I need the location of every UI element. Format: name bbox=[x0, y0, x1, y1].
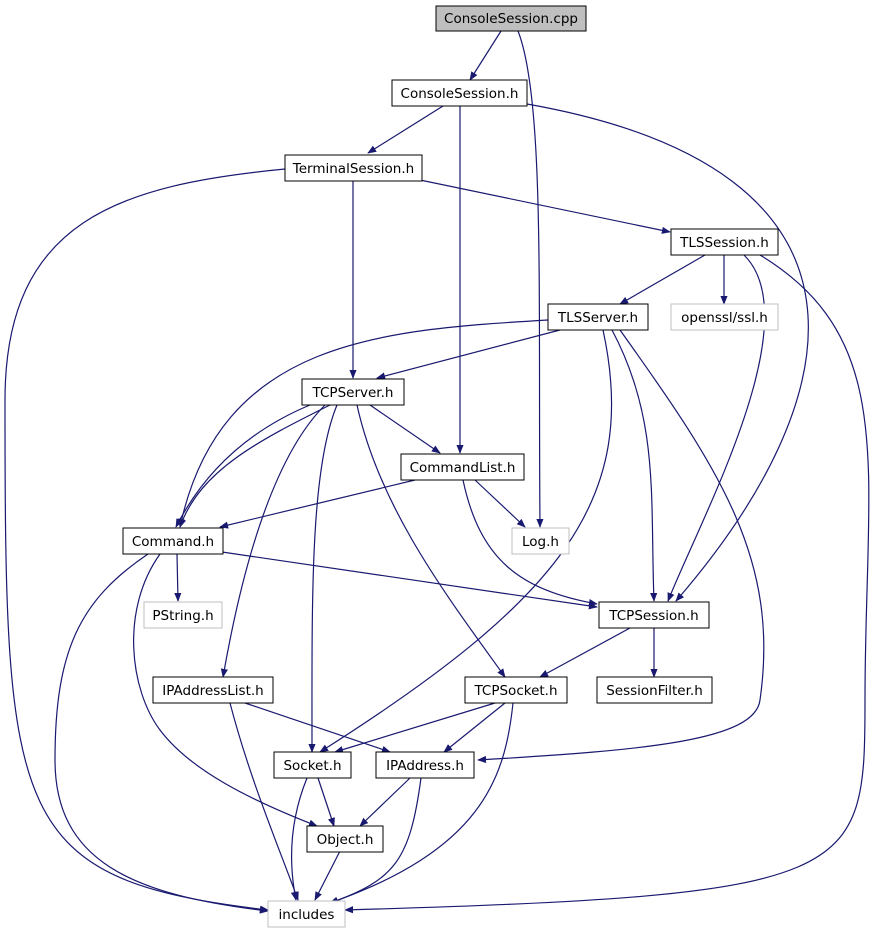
node-label: ConsoleSession.cpp bbox=[444, 11, 578, 27]
node-label: Log.h bbox=[522, 534, 559, 550]
node-label: Object.h bbox=[317, 832, 374, 848]
edge-terminalsessionh-includes bbox=[4, 168, 286, 913]
node-label: TLSSession.h bbox=[679, 235, 769, 251]
edge-commandlisth-tcpsessionh bbox=[462, 479, 598, 607]
node-label: IPAddressList.h bbox=[162, 683, 263, 699]
node-label: TLSServer.h bbox=[557, 310, 638, 326]
edge-tcpsocketh-ipaddressh bbox=[443, 702, 506, 753]
node-label: SessionFilter.h bbox=[606, 683, 703, 699]
node-label: TCPSession.h bbox=[608, 608, 698, 624]
edge-ipaddressh-objecth bbox=[359, 777, 411, 827]
node-commandlist-h[interactable]: CommandList.h bbox=[400, 453, 525, 481]
edge-consolesessionh-terminalsessionh bbox=[367, 105, 444, 154]
node-sessionfilter-h[interactable]: SessionFilter.h bbox=[596, 676, 713, 704]
edge-tlsserverh-tcpsessionh bbox=[611, 329, 658, 602]
node-socket-h[interactable]: Socket.h bbox=[273, 751, 352, 779]
node-tlsserver-h[interactable]: TLSServer.h bbox=[547, 303, 649, 331]
edge-terminalsessionh-tlssessionh bbox=[419, 179, 671, 234]
edge-ipaddresslisth-includes bbox=[229, 702, 299, 901]
edge-tcpserverh-ipaddresslisth bbox=[220, 404, 326, 678]
edge-socketh-includes bbox=[290, 777, 308, 901]
edge-commandh-pstringh bbox=[174, 553, 182, 602]
node-label: CommandList.h bbox=[410, 460, 516, 476]
node-openssl-ssl-h[interactable]: openssl/ssl.h bbox=[670, 303, 779, 331]
edge-consolesessioncpp-consolesessionh bbox=[469, 30, 502, 81]
node-label: TerminalSession.h bbox=[292, 161, 414, 177]
node-tcpserver-h[interactable]: TCPServer.h bbox=[301, 378, 405, 406]
edge-ipaddresslisth-ipaddressh bbox=[244, 702, 391, 753]
node-label: Socket.h bbox=[283, 758, 341, 774]
node-object-h[interactable]: Object.h bbox=[306, 825, 384, 853]
node-label: IPAddress.h bbox=[386, 758, 464, 774]
node-label: openssl/ssl.h bbox=[681, 310, 768, 326]
node-consolesession-cpp[interactable]: ConsoleSession.cpp bbox=[435, 5, 587, 32]
edge-tlsserverh-ipaddressh bbox=[477, 329, 765, 764]
edge-tcpserverh-tcpsocketh bbox=[356, 404, 506, 678]
edge-tlssessionh-includes bbox=[344, 254, 870, 914]
node-consolesession-h[interactable]: ConsoleSession.h bbox=[391, 79, 528, 107]
node-label: TCPServer.h bbox=[312, 385, 394, 401]
node-terminalsession-h[interactable]: TerminalSession.h bbox=[284, 154, 423, 182]
edge-tcpserverh-commandlisth bbox=[369, 404, 441, 454]
node-label: ConsoleSession.h bbox=[401, 86, 519, 102]
edge-tlsserverh-tcpserverh bbox=[376, 329, 561, 380]
edge-commandlisth-logh bbox=[474, 479, 526, 528]
edge-commandh-objecth bbox=[133, 553, 318, 827]
edge-tcpsocketh-socketh bbox=[334, 702, 496, 754]
edge-consolesessionh-tcpsessionh bbox=[526, 103, 809, 602]
node-label: Command.h bbox=[132, 534, 214, 550]
edge-commandlisth-commandh bbox=[219, 479, 416, 529]
edge-tcpserverh-socketh bbox=[308, 404, 338, 753]
edge-tcpsocketh-includes bbox=[329, 702, 514, 904]
node-command-h[interactable]: Command.h bbox=[122, 527, 224, 555]
node-includes[interactable]: includes bbox=[267, 900, 346, 928]
node-label: PString.h bbox=[152, 608, 213, 624]
node-pstring-h[interactable]: PString.h bbox=[143, 601, 223, 629]
node-tlssession-h[interactable]: TLSSession.h bbox=[670, 228, 779, 256]
edge-consolesessioncpp-logh bbox=[517, 30, 544, 528]
node-tcpsocket-h[interactable]: TCPSocket.h bbox=[464, 676, 568, 704]
edge-commandh-tcpsessionh bbox=[221, 551, 598, 610]
edge-tcpsessionh-tcpsocketh bbox=[539, 627, 631, 678]
node-log-h[interactable]: Log.h bbox=[511, 527, 570, 555]
edge-tlsserverh-commandh bbox=[178, 319, 549, 528]
edge-tcpserverh-commandh bbox=[179, 404, 331, 528]
node-label: includes bbox=[279, 907, 335, 923]
edge-commandh-includes bbox=[54, 553, 269, 914]
node-ipaddresslist-h[interactable]: IPAddressList.h bbox=[152, 676, 274, 704]
edge-tlssessionh-tlsserverh bbox=[619, 254, 706, 305]
edge-socketh-objecth bbox=[317, 777, 335, 827]
edge-objecth-includes bbox=[314, 850, 341, 901]
edge-tlssessionh-tcpsessionh bbox=[667, 254, 766, 602]
edge-tcpserverh-commandh-2 bbox=[175, 404, 311, 528]
node-label: TCPSocket.h bbox=[473, 683, 557, 699]
edge-ipaddressh-includes bbox=[329, 777, 422, 904]
node-ipaddress-h[interactable]: IPAddress.h bbox=[375, 751, 475, 779]
node-tcpsession-h[interactable]: TCPSession.h bbox=[598, 601, 710, 629]
